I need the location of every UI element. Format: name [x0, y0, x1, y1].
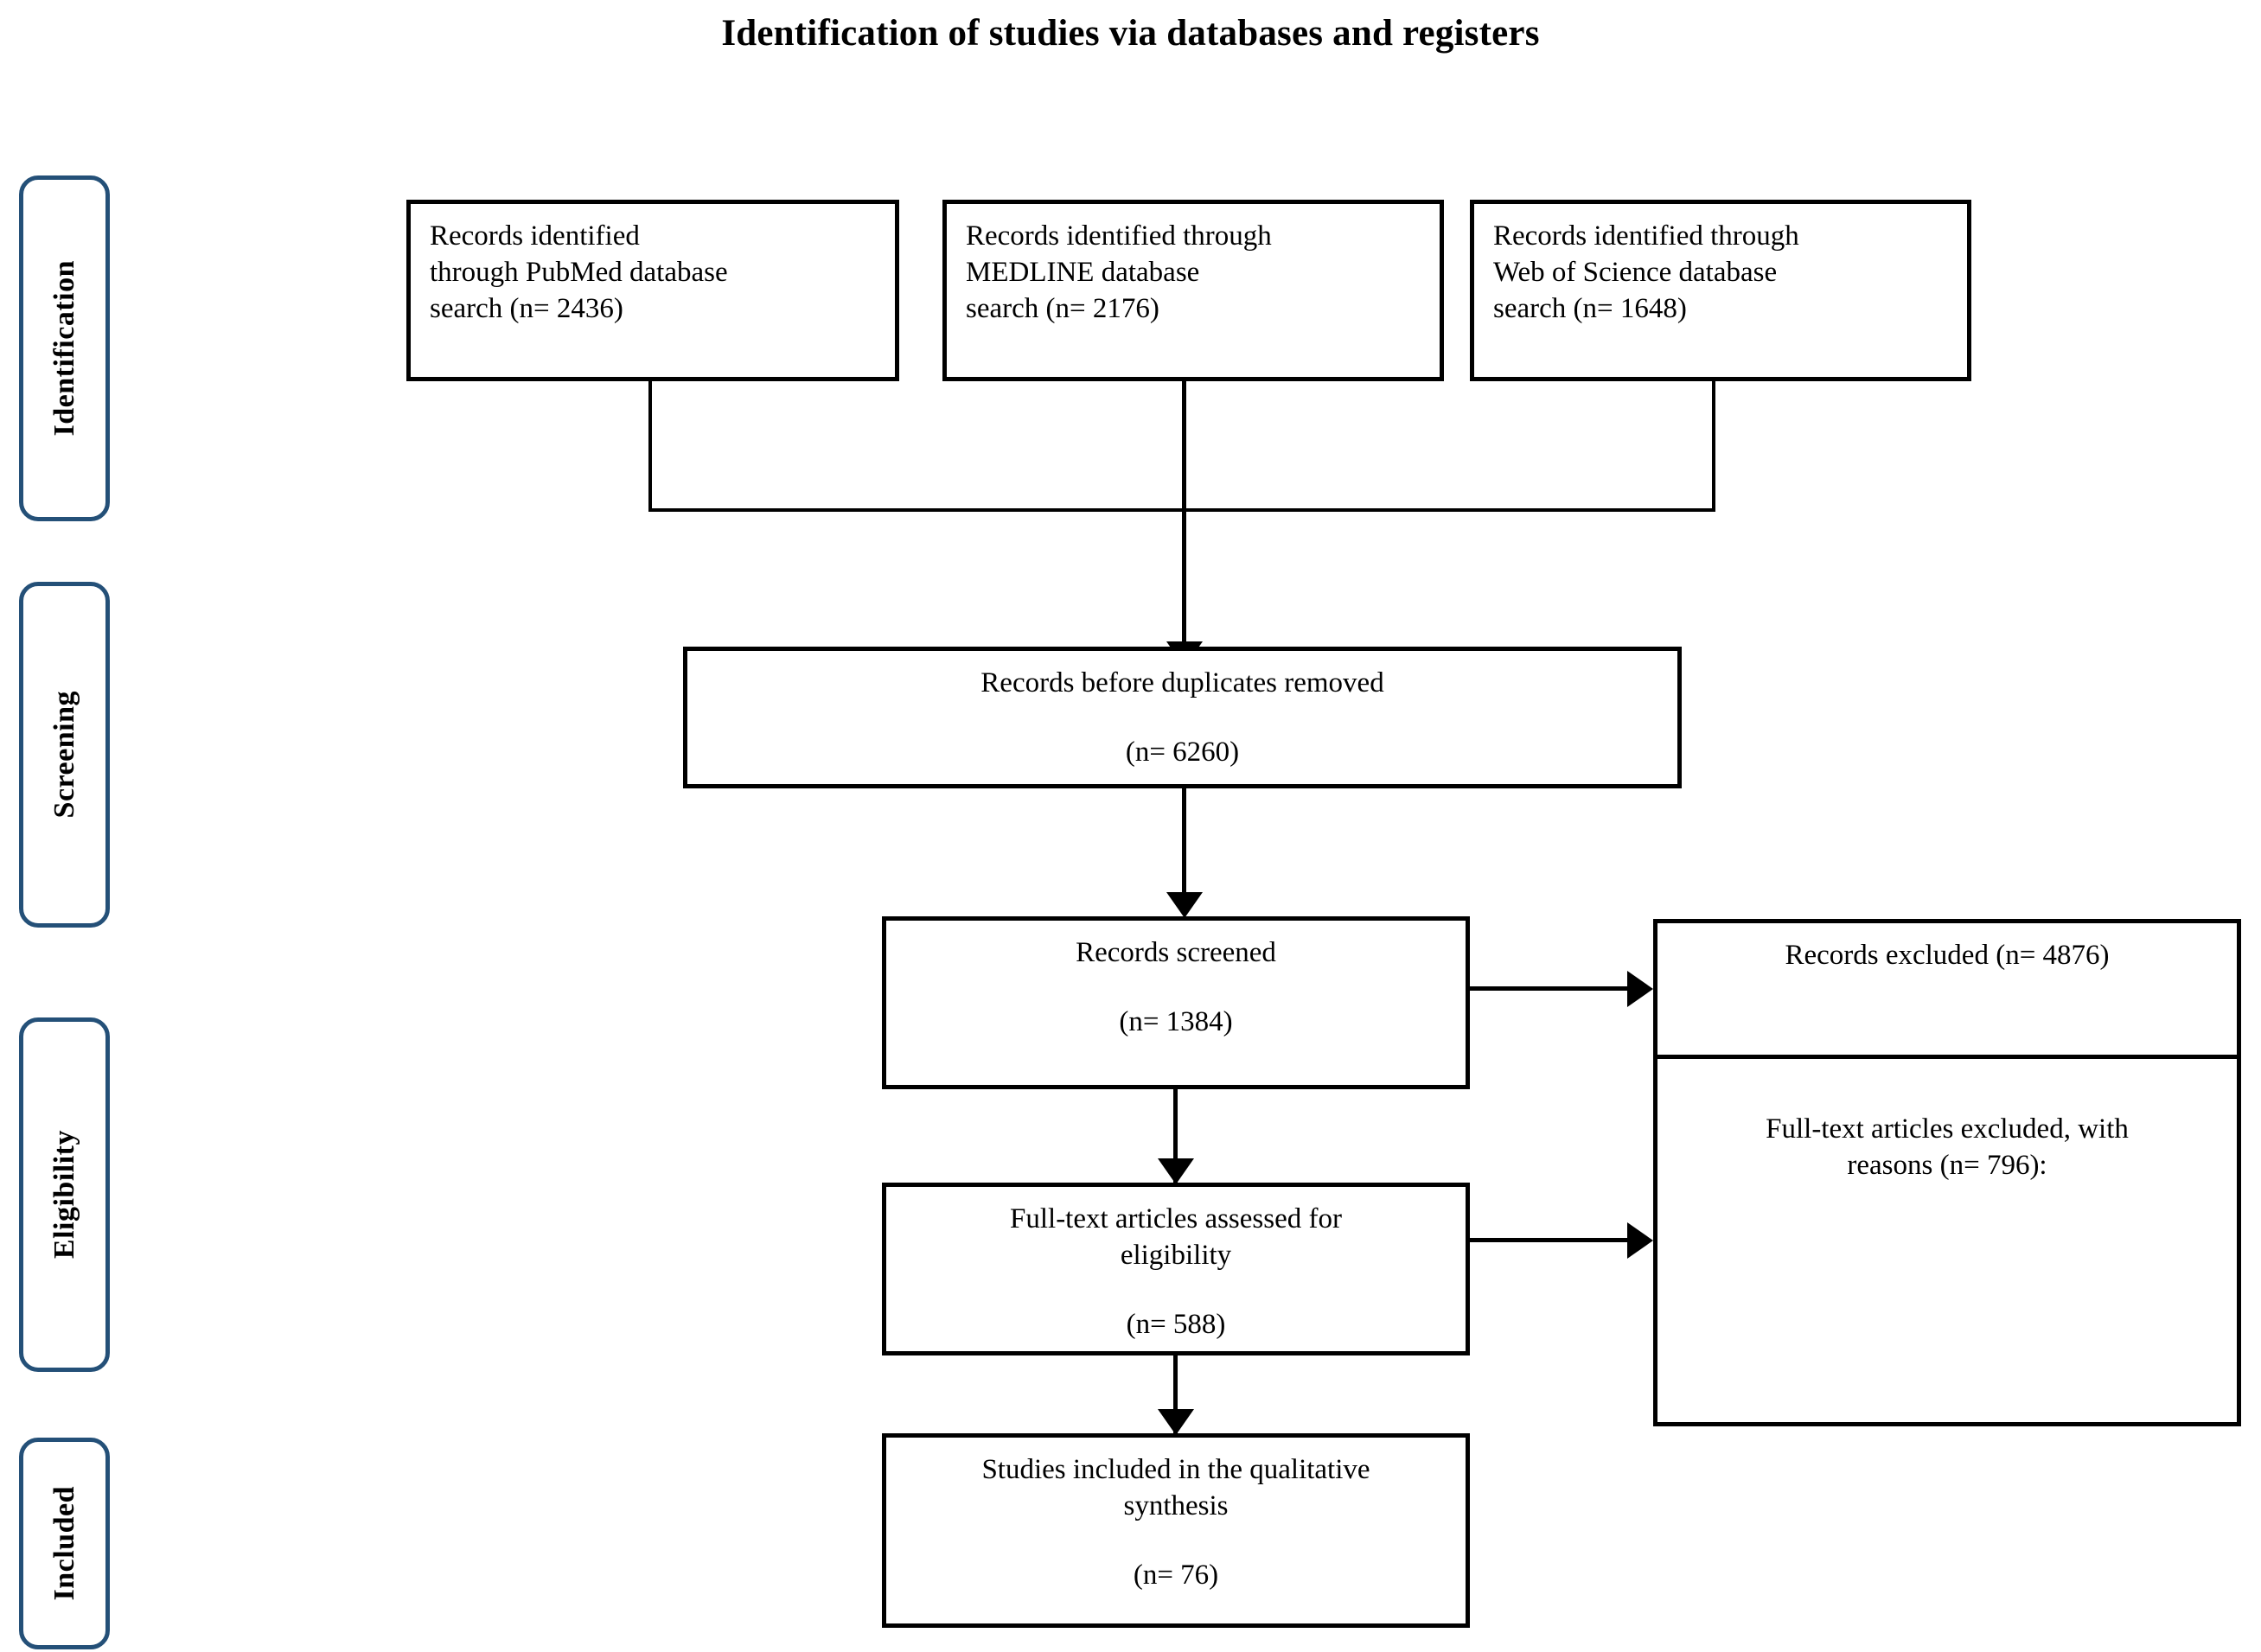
connector-medline-drop [1182, 381, 1186, 666]
box-studies-included: Studies included in the qualitative synt… [882, 1433, 1470, 1628]
phase-label-eligibility: Eligibility [48, 1130, 80, 1260]
wos-line-2: Web of Science database [1493, 257, 1778, 289]
arrow-to-studies-included [1158, 1409, 1194, 1435]
phase-label-included: Included [48, 1486, 80, 1601]
before-duplicates-label: Records before duplicates removed [980, 667, 1384, 698]
fulltext-excluded-line-1: Full-text articles excluded, with [1766, 1113, 2129, 1145]
connector-screened-to-excluded [1470, 986, 1634, 991]
box-fulltext-assessed: Full-text articles assessed for eligibil… [882, 1183, 1470, 1355]
pubmed-line-2: through PubMed database [430, 257, 728, 289]
connector-fulltext-to-excluded [1470, 1238, 1634, 1242]
arrow-to-fulltext-excluded [1627, 1222, 1653, 1259]
connector-screened-to-fulltext [1173, 1089, 1178, 1183]
connector-wos-drop [1712, 381, 1715, 511]
studies-included-line-1: Studies included in the qualitative [981, 1454, 1370, 1485]
studies-included-line-2: synthesis [1123, 1490, 1229, 1522]
records-screened-count: (n= 1384) [1119, 1006, 1233, 1038]
box-records-excluded: Records excluded (n= 4876) [1653, 919, 2241, 1062]
connector-before-duplicates-to-screened [1182, 788, 1186, 909]
box-fulltext-excluded: Full-text articles excluded, with reason… [1653, 1055, 2241, 1426]
phase-label-screening: Screening [48, 691, 80, 819]
phase-label-identification: Identification [48, 260, 80, 437]
wos-line-1: Records identified through [1493, 220, 1799, 252]
records-excluded-label: Records excluded (n= 4876) [1785, 940, 2110, 971]
phase-eligibility: Eligibility [19, 1017, 110, 1372]
box-records-pubmed: Records identified through PubMed databa… [406, 200, 899, 381]
wos-line-3: search (n= 1648) [1493, 293, 1687, 325]
phase-identification: Identification [19, 175, 110, 521]
fulltext-excluded-line-2: reasons (n= 796): [1847, 1150, 2047, 1182]
page-title: Identification of studies via databases … [721, 13, 1540, 54]
phase-included: Included [19, 1438, 110, 1649]
box-records-web-of-science: Records identified through Web of Scienc… [1470, 200, 1971, 381]
pubmed-line-1: Records identified [430, 220, 640, 252]
connector-merge-bus [648, 508, 1715, 512]
medline-line-3: search (n= 2176) [966, 293, 1159, 325]
connector-fulltext-to-included [1173, 1355, 1178, 1440]
box-records-before-duplicates: Records before duplicates removed (n= 62… [683, 647, 1682, 788]
studies-included-count: (n= 76) [1133, 1560, 1219, 1591]
medline-line-2: MEDLINE database [966, 257, 1200, 289]
medline-line-1: Records identified through [966, 220, 1272, 252]
fulltext-assessed-count: (n= 588) [1126, 1309, 1226, 1341]
connector-pubmed-drop [648, 381, 652, 511]
phase-screening: Screening [19, 582, 110, 928]
box-records-medline: Records identified through MEDLINE datab… [942, 200, 1444, 381]
arrow-to-records-excluded [1627, 971, 1653, 1007]
box-records-screened: Records screened (n= 1384) [882, 916, 1470, 1089]
fulltext-assessed-line-1: Full-text articles assessed for [1010, 1203, 1342, 1234]
arrow-to-fulltext-assessed [1158, 1158, 1194, 1184]
records-screened-label: Records screened [1076, 937, 1276, 968]
before-duplicates-count: (n= 6260) [1125, 737, 1240, 769]
fulltext-assessed-line-2: eligibility [1120, 1240, 1232, 1272]
pubmed-line-3: search (n= 2436) [430, 293, 623, 325]
arrow-to-records-screened [1166, 892, 1203, 918]
